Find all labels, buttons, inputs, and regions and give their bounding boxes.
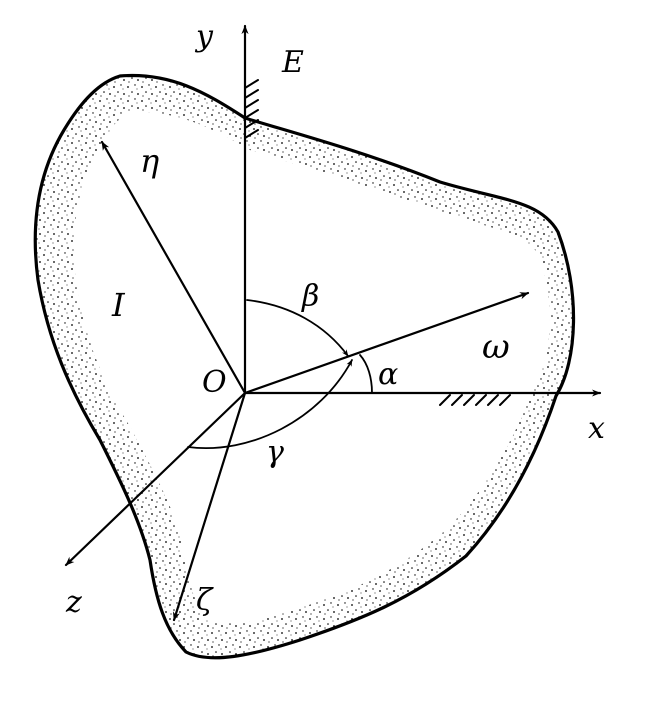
x-axis-hatching xyxy=(439,394,511,406)
e-plane-hatching xyxy=(244,79,259,139)
e-label: E xyxy=(281,45,304,80)
origin-label: O xyxy=(202,365,227,400)
beta-arc xyxy=(246,299,349,357)
alpha-label: α xyxy=(378,357,398,392)
eta-label: η xyxy=(140,142,159,180)
x-axis-label: x xyxy=(588,411,605,446)
z-axis-label: z xyxy=(65,585,82,620)
gamma-arc xyxy=(187,359,353,449)
y-axis-label: y xyxy=(194,19,214,54)
zeta-label: ζ xyxy=(196,583,214,618)
eta-axis xyxy=(100,140,247,395)
body-label: I xyxy=(111,286,126,324)
beta-label: β xyxy=(301,279,319,314)
omega-label: ω xyxy=(482,327,510,367)
omega-vector xyxy=(243,291,530,395)
z-axis xyxy=(64,391,247,567)
rigid-body xyxy=(33,73,576,660)
gamma-label: γ xyxy=(266,435,284,470)
alpha-arc xyxy=(359,354,373,394)
zeta-axis xyxy=(172,391,247,622)
